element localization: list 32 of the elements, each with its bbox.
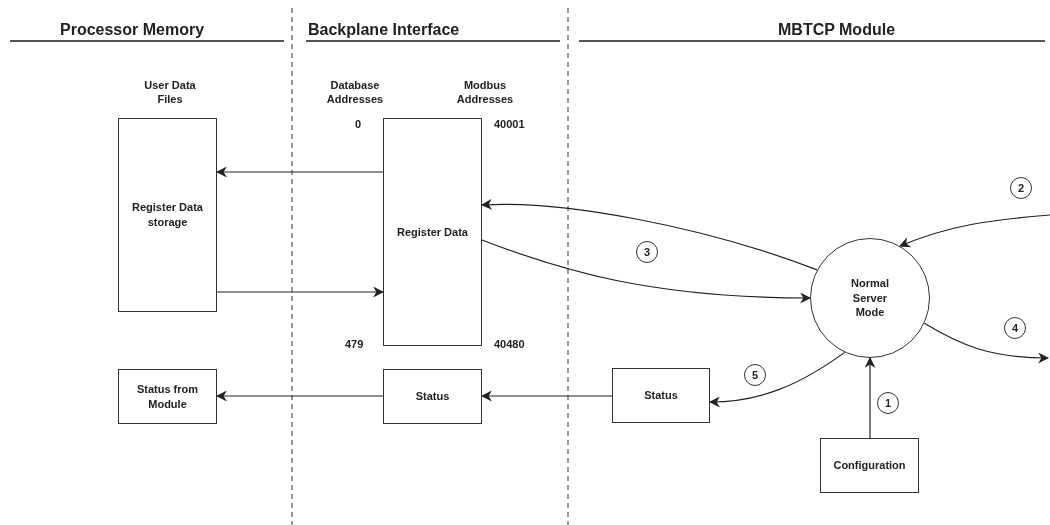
callout-number: 3: [636, 241, 658, 263]
arrow: [708, 351, 846, 408]
arrow: [923, 322, 1050, 364]
callout-number: 2: [1010, 177, 1032, 199]
annotation-label: Database Addresses: [325, 78, 385, 107]
process-box: Register Data: [383, 118, 482, 346]
arrow: [215, 390, 384, 402]
annotation-label: User Data Files: [143, 78, 197, 107]
callout-number: 1: [877, 392, 899, 414]
arrow: [216, 286, 385, 298]
arrow: [480, 390, 613, 402]
annotation-label: 479: [345, 337, 364, 352]
arrow: [215, 166, 384, 178]
process-box: Register Data storage: [118, 118, 217, 312]
section-heading: Processor Memory: [60, 20, 205, 40]
section-heading: Backplane Interface: [308, 20, 460, 40]
process-box: Status: [612, 368, 710, 423]
annotation-label: 40480: [494, 337, 525, 352]
annotation-label: 40001: [494, 117, 525, 132]
arrow: [481, 239, 812, 304]
process-box: Status: [383, 369, 482, 424]
annotation-label: Modbus Addresses: [455, 78, 515, 107]
process-box: Configuration: [820, 438, 919, 493]
section-heading: MBTCP Module: [778, 20, 896, 40]
process-circle: Normal Server Mode: [810, 238, 930, 358]
arrow: [899, 214, 1050, 248]
callout-number: 5: [744, 364, 766, 386]
process-box: Status from Module: [118, 369, 217, 424]
arrow: [864, 356, 876, 439]
callout-number: 4: [1004, 317, 1026, 339]
annotation-label: 0: [355, 117, 362, 132]
arrow: [480, 199, 818, 271]
